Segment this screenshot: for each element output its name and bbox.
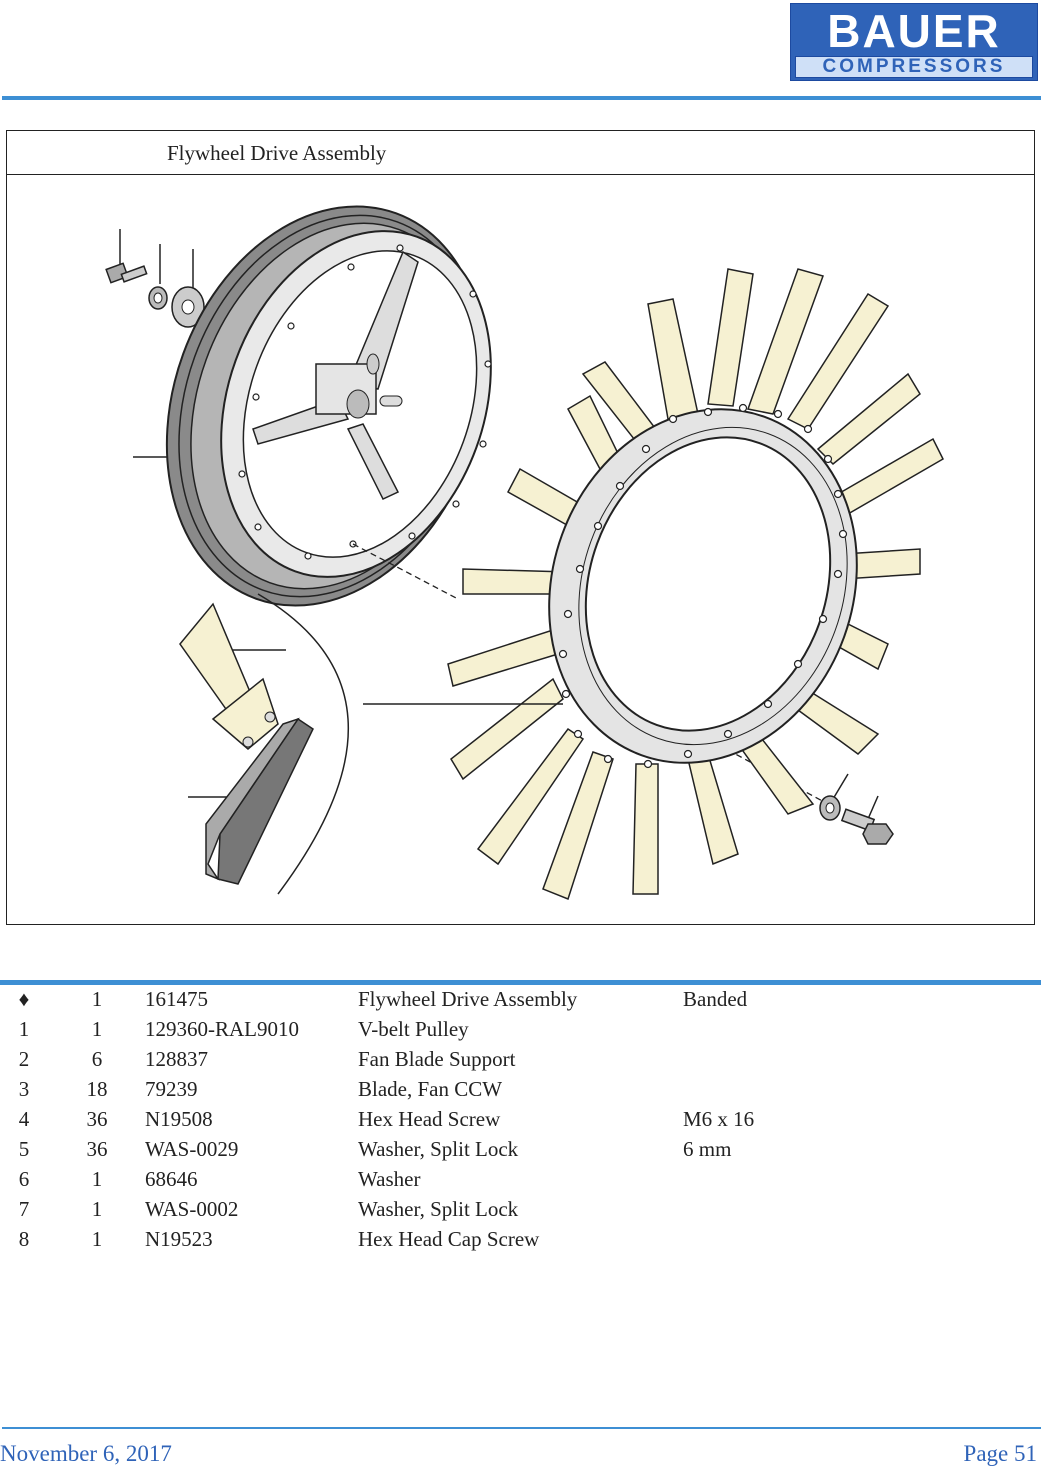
quantity: 6 bbox=[91, 1047, 103, 1071]
item-number: ♦ bbox=[18, 987, 30, 1011]
table-row: 2 6 128837 Fan Blade Support bbox=[0, 1045, 1000, 1075]
figure-title: Flywheel Drive Assembly bbox=[167, 141, 387, 165]
figure-title-row: Flywheel Drive Assembly bbox=[7, 131, 1034, 175]
header-rule bbox=[2, 96, 1041, 100]
single-fan-blade-detail bbox=[179, 602, 279, 750]
description: Hex Head Cap Screw bbox=[358, 1227, 540, 1251]
item-number: 2 bbox=[18, 1047, 30, 1071]
footer-rule bbox=[2, 1427, 1041, 1429]
description: Hex Head Screw bbox=[358, 1107, 501, 1131]
description: Flywheel Drive Assembly bbox=[358, 987, 578, 1011]
quantity: 1 bbox=[91, 1167, 103, 1191]
quantity: 36 bbox=[86, 1137, 108, 1161]
logo-line1: BAUER bbox=[827, 5, 1001, 57]
page-number: Page 51 bbox=[963, 1441, 1037, 1466]
figure-frame: Flywheel Drive Assembly bbox=[6, 130, 1035, 925]
item-number: 4 bbox=[18, 1107, 30, 1131]
footer-date: November 6, 2017 bbox=[0, 1441, 172, 1466]
leader-lines-bottom bbox=[832, 773, 879, 820]
v-belt-pulley bbox=[165, 205, 492, 607]
table-row: 6 1 68646 Washer bbox=[0, 1165, 1000, 1195]
description: V-belt Pulley bbox=[358, 1017, 469, 1041]
exploded-view-drawing bbox=[105, 205, 944, 900]
table-row: 8 1 N19523 Hex Head Cap Screw bbox=[0, 1225, 1000, 1255]
logo-line2: COMPRESSORS bbox=[795, 56, 1033, 78]
description: Washer, Split Lock bbox=[358, 1137, 519, 1161]
description: Blade, Fan CCW bbox=[358, 1077, 503, 1101]
item-number: 5 bbox=[18, 1137, 30, 1161]
part-number: N19508 bbox=[145, 1107, 213, 1131]
table-rule bbox=[0, 980, 1041, 985]
part-number: WAS-0002 bbox=[145, 1197, 239, 1221]
quantity: 18 bbox=[86, 1077, 108, 1101]
part-number: N19523 bbox=[145, 1227, 213, 1251]
description: Washer bbox=[358, 1167, 421, 1191]
hex-head-cap-screw-bottom bbox=[840, 808, 894, 845]
screw-top-left bbox=[105, 262, 148, 284]
bauer-logo: BAUER COMPRESSORS bbox=[790, 3, 1038, 81]
table-row: 4 36 N19508 Hex Head Screw M6 x 16 bbox=[0, 1105, 1000, 1135]
fan-blade-support-ring bbox=[548, 403, 858, 769]
note: Banded bbox=[683, 987, 748, 1011]
item-number: 8 bbox=[18, 1227, 30, 1251]
quantity: 1 bbox=[91, 1227, 103, 1251]
fan-blade-support-segment bbox=[205, 717, 314, 885]
part-number: 79239 bbox=[145, 1077, 198, 1101]
item-number: 7 bbox=[18, 1197, 30, 1221]
split-lock-washer-bottom bbox=[819, 795, 841, 821]
table-row: 7 1 WAS-0002 Washer, Split Lock bbox=[0, 1195, 1000, 1225]
part-number: 128837 bbox=[145, 1047, 208, 1071]
split-lock-washer-top bbox=[148, 286, 168, 310]
washer-top bbox=[171, 286, 205, 328]
note: 6 mm bbox=[683, 1137, 732, 1161]
quantity: 1 bbox=[91, 1197, 103, 1221]
quantity: 36 bbox=[86, 1107, 108, 1131]
item-number: 6 bbox=[18, 1167, 30, 1191]
quantity: 1 bbox=[91, 987, 103, 1011]
note: M6 x 16 bbox=[683, 1107, 755, 1131]
description: Washer, Split Lock bbox=[358, 1197, 519, 1221]
part-number: WAS-0029 bbox=[145, 1137, 239, 1161]
quantity: 1 bbox=[91, 1017, 103, 1041]
table-row: 5 36 WAS-0029 Washer, Split Lock 6 mm bbox=[0, 1135, 1000, 1165]
table-row: 3 18 79239 Blade, Fan CCW bbox=[0, 1075, 1000, 1105]
item-number: 1 bbox=[18, 1017, 30, 1041]
part-number: 161475 bbox=[145, 987, 208, 1011]
part-number: 68646 bbox=[145, 1167, 198, 1191]
description: Fan Blade Support bbox=[358, 1047, 516, 1071]
table-row: ♦ 1 161475 Flywheel Drive Assembly Bande… bbox=[0, 985, 1000, 1015]
parts-list: ♦ 1 161475 Flywheel Drive Assembly Bande… bbox=[0, 985, 1000, 1255]
leader-lines-middle bbox=[188, 593, 563, 895]
table-row: 1 1 129360-RAL9010 V-belt Pulley bbox=[0, 1015, 1000, 1045]
part-number: 129360-RAL9010 bbox=[145, 1017, 299, 1041]
item-number: 3 bbox=[18, 1077, 30, 1101]
